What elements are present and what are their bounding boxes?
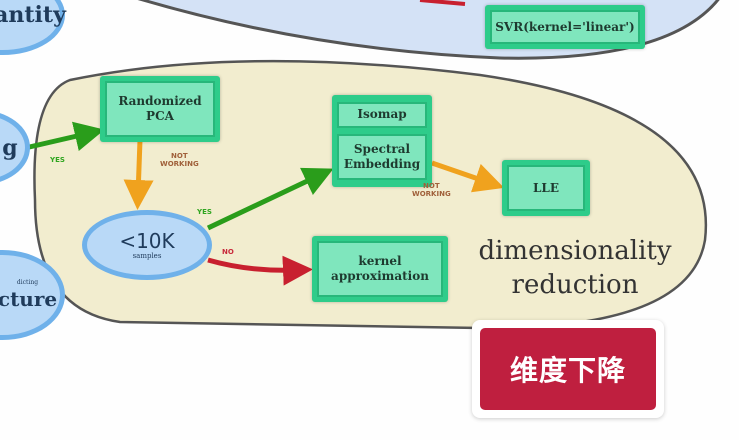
arrow-yes-to-pca xyxy=(24,121,105,151)
arrow-no-to-kernel xyxy=(207,255,313,286)
node-lle: LLE xyxy=(502,160,590,216)
node-label: g xyxy=(2,134,18,161)
arrow-not-working-to-lle xyxy=(431,160,505,193)
node-label: SVR(kernel='linear') xyxy=(490,10,640,44)
edge-label-not-working: NOT WORKING xyxy=(412,182,451,198)
edge-label-no: NO xyxy=(222,248,234,256)
node-label: approximation xyxy=(331,269,429,283)
caption-badge-label: 维度下降 xyxy=(480,328,656,410)
node-sublabel: samples xyxy=(132,251,162,260)
edge-label-line: NOT xyxy=(423,182,440,190)
node-spectral-embedding: Spectral Embedding xyxy=(337,134,427,181)
edge-label-line: WORKING xyxy=(160,160,199,168)
node-svr-linear: SVR(kernel='linear') xyxy=(485,5,645,49)
edge-label-yes: YES xyxy=(197,208,212,216)
node-label: Spectral xyxy=(353,142,411,157)
node-kernel-approximation: kernel approximation xyxy=(312,236,448,302)
node-label: Randomized xyxy=(118,94,202,108)
caption-badge: 维度下降 xyxy=(472,320,664,418)
node-label: LLE xyxy=(507,165,585,211)
node-label: cture xyxy=(0,287,58,311)
edge-label-not-working: NOT WORKING xyxy=(160,152,199,168)
node-inner: kernel approximation xyxy=(317,241,443,297)
node-sublabel: dicting xyxy=(16,279,39,286)
node-randomized-pca: Randomized PCA xyxy=(100,76,220,142)
node-label: antity xyxy=(0,2,66,28)
node-label: <10K xyxy=(119,228,175,253)
node-label: PCA xyxy=(146,109,174,123)
arrow-not-working-to-samples xyxy=(123,139,154,210)
node-isomap-spectral: Isomap Spectral Embedding xyxy=(332,95,432,187)
edge-label-yes: YES xyxy=(50,156,65,164)
region-title-line: reduction xyxy=(511,270,639,300)
node-isomap: Isomap xyxy=(337,101,427,128)
region-title: dimensionality reduction xyxy=(460,234,690,302)
arrow-yes-to-isomap xyxy=(206,167,334,231)
node-label: Embedding xyxy=(343,157,421,172)
node-label: kernel xyxy=(358,254,402,268)
edge-label-line: NOT xyxy=(171,152,188,160)
node-inner: Randomized PCA xyxy=(105,81,215,137)
arrow-partial-top xyxy=(419,0,466,6)
edge-label-line: WORKING xyxy=(412,190,451,198)
region-title-line: dimensionality xyxy=(478,236,672,266)
node-samples-10k: <10K samples xyxy=(82,210,212,280)
